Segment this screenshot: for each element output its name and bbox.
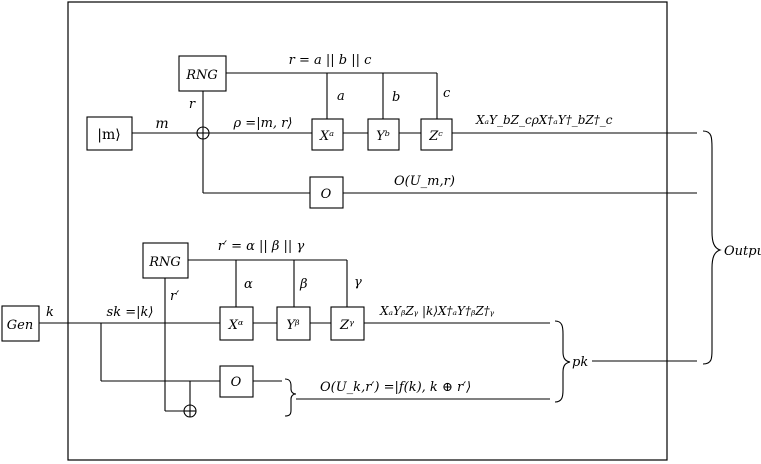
oracle-bottom-label: O (231, 375, 242, 390)
y-gate-bottom-label: Yᵝ (286, 318, 300, 333)
beta-label: β (299, 277, 308, 292)
x-gate-bottom-label: Xᵅ (228, 318, 244, 333)
oracle-bottom (219, 365, 254, 398)
z-gate-bottom (330, 306, 365, 341)
rng-box-bottom (142, 242, 189, 279)
oracle-bottom-output: O(U_k,r′) =|f(k), k ⊕ r′⟩ (320, 380, 471, 395)
message-box (86, 116, 133, 151)
oracle-brace (284, 378, 297, 417)
bottom-output-expression: XₐYᵦZᵧ |k⟩X†ₐY†ᵦZ†ᵧ (379, 304, 495, 318)
gen-label: Gen (7, 318, 33, 333)
rng-label-bottom: RNG (148, 255, 181, 270)
oracle-top-output: O(U_m,r) (394, 174, 455, 189)
rho-equation: ρ =|m, r⟩ (233, 116, 293, 131)
r-equation: r = a || b || c (289, 53, 372, 68)
x-gate-top (311, 118, 344, 151)
rng-label-top: RNG (185, 68, 218, 83)
top-output-expression: XₐY_bZ_cρX†ₐY†_bZ†_c (475, 113, 613, 127)
x-gate-top-label: Xᵃ (319, 129, 334, 144)
oracle-top (309, 176, 344, 209)
pk-brace (554, 320, 571, 403)
y-gate-bottom (276, 306, 311, 341)
sk-equation: sk =|k⟩ (107, 305, 154, 320)
x-gate-bottom (219, 306, 254, 341)
output-label: Output (724, 244, 761, 259)
y-gate-top (367, 118, 400, 151)
outer-frame (67, 1, 668, 461)
r-label: r (189, 97, 196, 112)
r-prime-label: r′ (170, 289, 179, 304)
message-box-label: |m⟩ (97, 127, 120, 143)
gamma-label: γ (354, 275, 362, 290)
z-gate-top-label: Zᶜ (428, 129, 443, 144)
z-gate-top (420, 118, 453, 151)
m-label: m (155, 116, 168, 132)
c-label: c (443, 86, 451, 101)
z-gate-bottom-label: Zᵞ (339, 318, 354, 333)
output-brace (702, 130, 722, 365)
a-label: a (337, 89, 345, 104)
pk-label: pk (572, 355, 588, 370)
r-prime-equation: r′ = α || β || γ (218, 239, 305, 254)
y-gate-top-label: Yᵇ (376, 129, 390, 144)
k-label: k (46, 305, 54, 320)
oracle-top-label: O (321, 187, 332, 202)
b-label: b (392, 90, 400, 105)
alpha-label: α (244, 277, 253, 292)
